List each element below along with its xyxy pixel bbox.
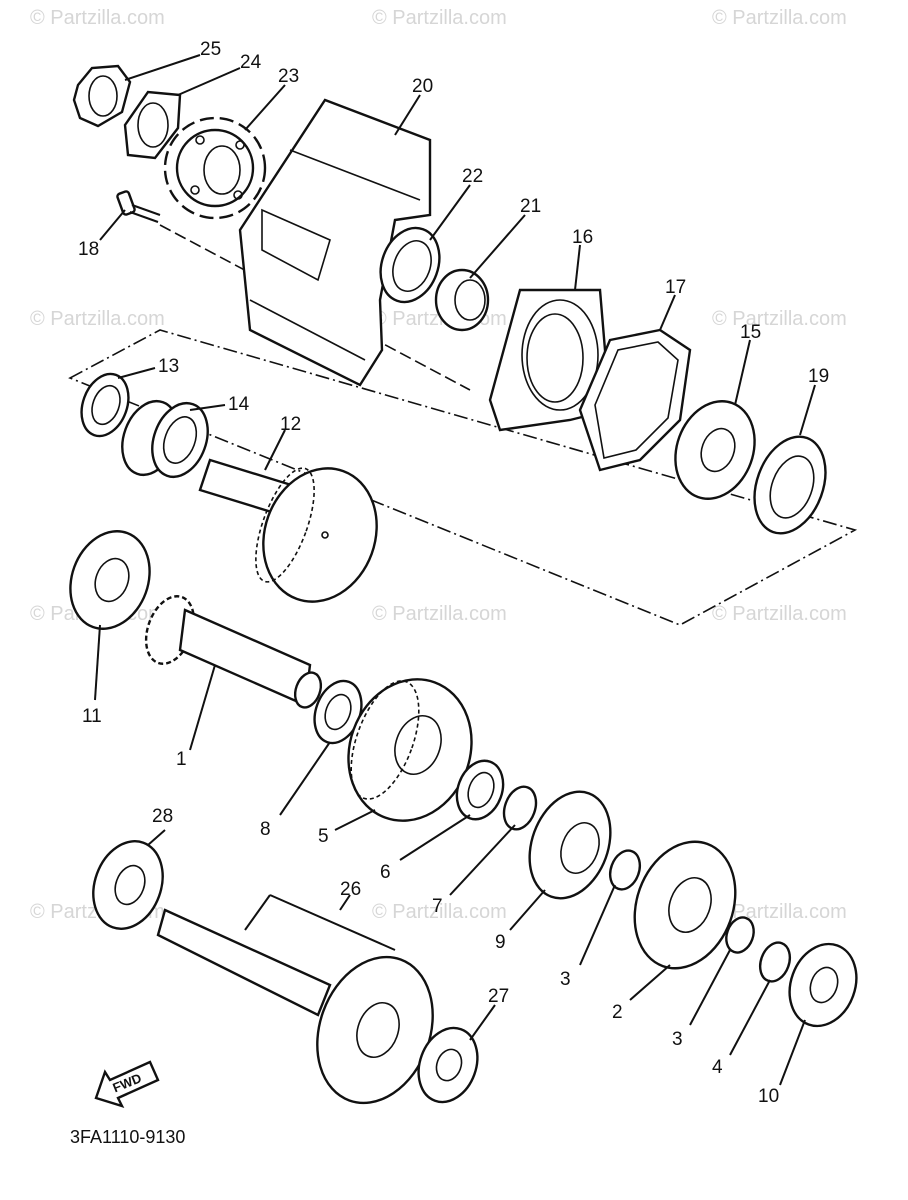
watermark: © Partzilla.com	[712, 308, 847, 330]
watermark: © Partzilla.com	[712, 603, 847, 625]
watermark: © Partzilla.com	[30, 308, 165, 330]
callout-3-lower: 3	[672, 1029, 683, 1050]
nut-25	[72, 64, 132, 128]
callout-13: 13	[158, 356, 179, 377]
watermark: © Partzilla.com	[372, 901, 507, 923]
callout-23: 23	[278, 66, 299, 87]
callout-1: 1	[176, 749, 187, 770]
countershaft-26	[156, 908, 434, 1105]
needle-bearing-14	[121, 400, 209, 478]
oil-seal-22	[379, 226, 441, 304]
callout-12: 12	[280, 414, 301, 435]
callout-19: 19	[808, 366, 829, 387]
forward-direction-arrow: FWD	[94, 1060, 160, 1108]
bolt-18	[116, 190, 161, 223]
callout-9: 9	[495, 932, 506, 953]
gasket-17	[578, 328, 692, 472]
watermark: © Partzilla.com	[372, 7, 507, 29]
callout-20: 20	[412, 76, 433, 97]
bearing-11	[69, 530, 151, 630]
callout-22: 22	[462, 166, 483, 187]
collar-21	[434, 268, 490, 332]
lock-washer-6	[455, 759, 505, 821]
callout-24: 24	[240, 52, 262, 73]
callout-5: 5	[318, 826, 329, 847]
diagram-code: 3FA1110-9130	[70, 1127, 185, 1147]
bearing-28	[92, 840, 164, 930]
callout-18: 18	[78, 239, 99, 260]
leader-lines	[94, 54, 816, 1086]
bearing-27	[417, 1026, 479, 1104]
callout-7: 7	[432, 896, 443, 917]
drive-sprocket-23	[163, 116, 267, 220]
callout-15: 15	[740, 322, 761, 343]
assembly-boundary	[68, 329, 858, 626]
callout-27: 27	[488, 986, 509, 1007]
callout-28: 28	[152, 806, 173, 827]
washer-13	[80, 372, 130, 438]
watermark: © Partzilla.com	[372, 603, 507, 625]
lock-washer-24	[123, 90, 182, 160]
washer-3-upper	[608, 849, 642, 891]
gear-5	[347, 678, 473, 822]
gear-2	[633, 840, 737, 970]
bearing-15	[674, 400, 756, 500]
watermark: © Partzilla.com	[30, 7, 165, 29]
lock-washer-19	[753, 435, 827, 535]
callout-17: 17	[665, 277, 686, 298]
callout-4: 4	[712, 1057, 723, 1078]
watermark: © Partzilla.com	[712, 7, 847, 29]
callout-3-upper: 3	[560, 969, 571, 990]
callout-6: 6	[380, 862, 391, 883]
washer-3-lower	[725, 916, 755, 954]
callout-labels: 25 24 23 20 22 21 18 16 17 15 19 13 14 1…	[78, 39, 829, 1107]
callout-11: 11	[82, 706, 102, 727]
callout-16: 16	[572, 227, 593, 248]
callout-26: 26	[340, 879, 361, 900]
gear-shaft-12	[198, 458, 378, 603]
main-shaft-1	[144, 595, 323, 709]
clutch-dog-9	[528, 790, 612, 900]
callout-25: 25	[200, 39, 221, 60]
callout-21: 21	[520, 196, 541, 217]
callout-2: 2	[612, 1002, 623, 1023]
callout-14: 14	[228, 394, 250, 415]
circlip-7	[502, 785, 538, 831]
bearing-10	[788, 942, 858, 1028]
needle-bearing-4	[758, 941, 792, 983]
callout-8: 8	[260, 819, 271, 840]
callout-10: 10	[758, 1086, 779, 1107]
